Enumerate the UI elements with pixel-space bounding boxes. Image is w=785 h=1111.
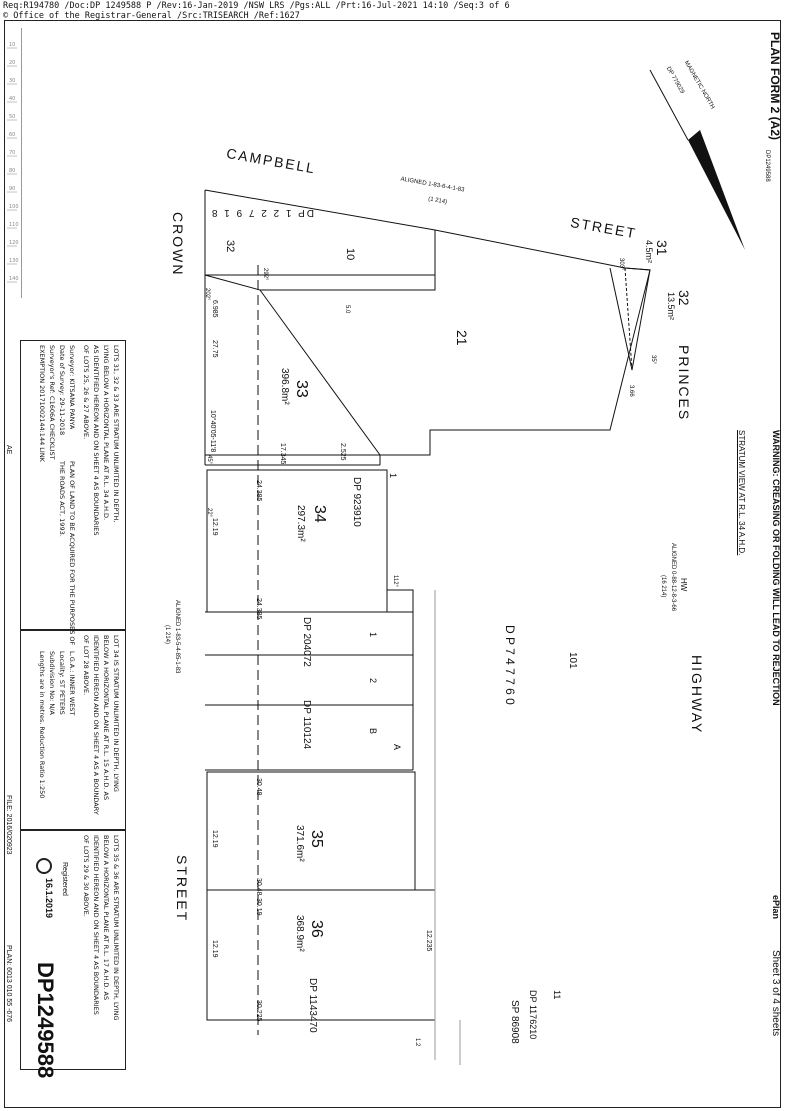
- dim-label: 6.985: [211, 300, 218, 318]
- ruler-label: 130: [9, 258, 19, 264]
- ruler-label: 60: [9, 132, 15, 138]
- dim-label: 12.19: [211, 830, 218, 848]
- dim-label: 12.19: [211, 518, 218, 536]
- ruler-label: 100: [9, 204, 19, 210]
- lot-33-boundary: [204, 274, 381, 456]
- dim-label: 12.19: [211, 940, 218, 958]
- lot-35: 35: [308, 830, 325, 848]
- dim-label: 24.385: [255, 598, 262, 620]
- lot-33: 33: [293, 380, 310, 398]
- ruler-label: 140: [9, 276, 19, 282]
- lot-33-area: 396.8m²: [279, 368, 290, 405]
- dim-label: 5.0: [344, 305, 350, 314]
- lot-31-32-boundary: [609, 267, 651, 371]
- registrar-seal-icon: [36, 858, 52, 874]
- stratum-aligned: ALIGNED 0-88-12-8-3-66: [670, 543, 676, 612]
- header-line-1: Req:R194780 /Doc:DP 1249588 P /Rev:16-Ja…: [3, 1, 510, 11]
- lot-34: 34: [311, 505, 328, 523]
- lot-a: A: [392, 744, 402, 751]
- dp-11: 11: [552, 990, 562, 1000]
- dim-label: 24.385: [255, 480, 262, 502]
- lot-32: 32: [676, 290, 692, 306]
- dim-label: 30.48: [255, 878, 262, 896]
- dp-923910: DP 923910: [351, 477, 362, 527]
- header-line-2: © Office of the Registrar-General /Src:T…: [3, 11, 300, 21]
- dp-1176210: DP 1176210: [528, 990, 538, 1040]
- dim-label: 10°40'05-11'8: [209, 410, 216, 453]
- north-arrow-icon: [649, 69, 745, 250]
- lot-10: 10: [344, 248, 356, 261]
- ruler-label: 90: [9, 186, 15, 192]
- ruler-ticks: 10 20 30 40 50 60 70 80 90 100 110 120 130 140: [7, 42, 19, 283]
- dim-label: 3.66: [628, 385, 634, 397]
- dim-label: 35°: [650, 355, 656, 365]
- street-highway: HIGHWAY: [689, 655, 705, 735]
- ruler-label: 120: [9, 240, 19, 246]
- dim-label: 112°: [392, 575, 398, 587]
- dp-747760: D P 7 4 7 7 6 0: [503, 625, 517, 705]
- lot-b: B: [368, 728, 378, 735]
- dim-label: 1.2: [414, 1038, 420, 1047]
- stratum-hw: HW: [679, 578, 688, 592]
- stratum-label: STRATUM VIEW AT R.L. 34 A.H.D.: [737, 430, 746, 556]
- lot-101: 101: [567, 652, 578, 669]
- ruler-label: 110: [9, 222, 19, 228]
- sp-86908: SP 86908: [509, 1000, 520, 1044]
- dp-110124: DP 110124: [301, 700, 312, 750]
- notes-box-lot-34: LOT 34 IS STRATUM UNLIMITED IN DEPTH, LY…: [20, 461, 126, 830]
- lot-31: 31: [654, 240, 670, 256]
- lot-35-area: 371.6m²: [294, 825, 305, 862]
- ruler-label: 50: [9, 114, 15, 120]
- dim-label: 303°: [618, 258, 624, 271]
- dim-label: 202°: [204, 288, 210, 301]
- ruler-label: 80: [9, 168, 15, 174]
- dim-label: 17.345: [279, 443, 286, 465]
- lot-21-boundary: [260, 275, 436, 291]
- ruler: 10 20 30 40 50 60 70 80 90 100 110 120 130 140: [7, 28, 22, 298]
- lot-36: 36: [308, 920, 325, 938]
- lot-10-boundary: [204, 190, 436, 276]
- dim-label: 12.235: [425, 930, 432, 952]
- notes-box-lots-31-33: LOTS 31, 32 & 33 ARE STRATUM UNLIMITED I…: [20, 340, 126, 630]
- aligned-mid: ALIGNED 1-83-5-4-85-1-83: [174, 600, 180, 674]
- lot-36-area: 368.9m²: [294, 915, 305, 952]
- lot-34-area: 297.3m²: [295, 505, 306, 542]
- lot-21: 21: [454, 330, 470, 346]
- notes-box-lots-35-36: LOTS 35 & 36 ARE STRATUM UNLIMITED IN DE…: [20, 651, 126, 1070]
- street-label-2: STREET: [174, 855, 190, 923]
- campbell-boundary: [204, 189, 626, 269]
- lot-31-area: 4.5m²: [644, 240, 654, 264]
- lot-32-area: 13.5m²: [666, 292, 676, 321]
- dim-label: 30.225: [255, 1000, 262, 1022]
- dim-label: 45°: [206, 455, 212, 465]
- street-crown: CROWN: [170, 212, 186, 277]
- dp-1143470: DP 1143470: [307, 978, 318, 1033]
- lot-1: 1: [368, 632, 378, 638]
- lot-2: 2: [368, 678, 378, 684]
- dp-204072: DP 204072: [301, 617, 312, 667]
- lot-36-boundary: [206, 889, 436, 1021]
- ruler-label: 40: [9, 96, 15, 102]
- dim-label: 27.75: [211, 340, 218, 358]
- dim-label: 22°: [206, 508, 212, 518]
- ruler-label: 70: [9, 150, 15, 156]
- ruler-label: 30: [9, 78, 15, 84]
- ruler-label: 20: [9, 60, 15, 66]
- dim-label: 30.19: [255, 898, 262, 916]
- lot-32-top: 32: [224, 240, 236, 253]
- lot-1b: 1: [388, 473, 398, 479]
- aligned-mid-sub: (1 214): [164, 625, 170, 645]
- ruler-label: 10: [9, 42, 15, 48]
- stratum-aligned-sub: (16 214): [660, 575, 666, 598]
- dim-label: 2.525: [339, 443, 346, 461]
- dp-1227918: DP 1 2 2 7 9 1 8: [209, 207, 314, 218]
- plan-frame: [4, 20, 781, 1108]
- dim-label: 30.48: [255, 778, 262, 796]
- street-princes: PRINCES: [676, 345, 692, 422]
- dim-label: 292°: [262, 268, 268, 281]
